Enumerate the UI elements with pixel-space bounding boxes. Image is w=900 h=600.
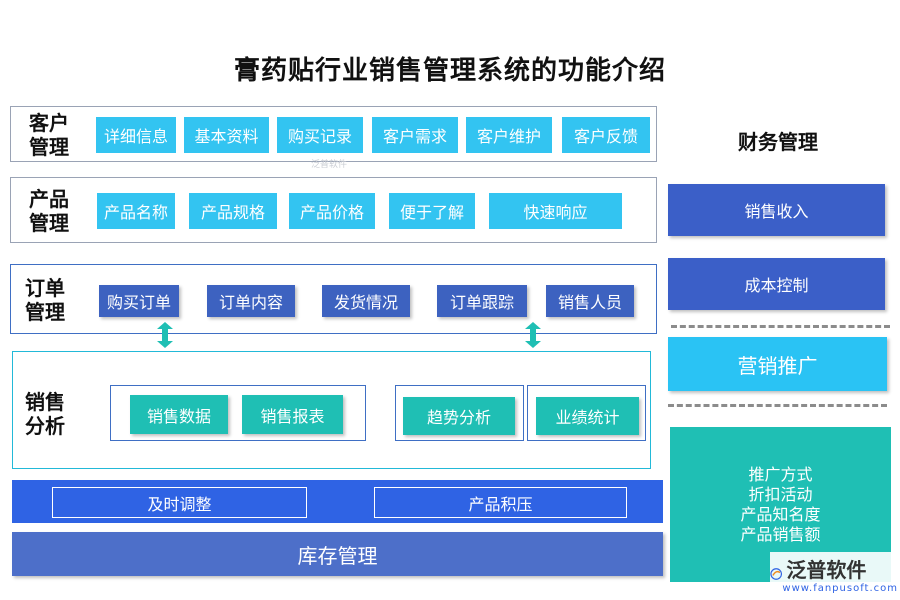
customer-item-purchase-history[interactable]: 购买记录 — [277, 117, 363, 153]
sales-analysis-label: 销售 分析 — [25, 390, 65, 438]
marketing-item-awareness: 产品知名度 — [740, 504, 821, 524]
customer-item-details[interactable]: 详细信息 — [96, 117, 176, 153]
finance-item-cost-control[interactable]: 成本控制 — [668, 258, 885, 310]
product-item-quick-response[interactable]: 快速响应 — [489, 193, 622, 229]
inventory-management-bar[interactable]: 库存管理 — [12, 532, 663, 576]
customer-management-label: 客户 管理 — [29, 111, 69, 159]
order-item-content[interactable]: 订单内容 — [207, 285, 295, 317]
marketing-item-discount: 折扣活动 — [748, 484, 813, 504]
brand-name: 泛普软件 — [786, 558, 867, 582]
sales-item-performance-stats[interactable]: 业绩统计 — [536, 397, 639, 435]
order-item-shipping[interactable]: 发货情况 — [322, 285, 410, 317]
sales-analysis-panel: 销售 分析 销售数据 销售报表 趋势分析 业绩统计 — [12, 351, 651, 469]
page-title: 膏药贴行业销售管理系统的功能介绍 — [233, 56, 666, 86]
sales-item-report[interactable]: 销售报表 — [242, 395, 343, 434]
product-management-label: 产品 管理 — [29, 187, 69, 235]
marketing-promotion-heading[interactable]: 营销推广 — [668, 337, 887, 391]
product-item-price[interactable]: 产品价格 — [289, 193, 375, 229]
marketing-item-method: 推广方式 — [748, 464, 813, 484]
divider — [668, 404, 887, 407]
brand-logo: 泛普软件 www.fanpusoft.com — [770, 552, 898, 596]
product-item-easy-understand[interactable]: 便于了解 — [389, 193, 475, 229]
customer-item-maintenance[interactable]: 客户维护 — [466, 117, 552, 153]
customer-item-needs[interactable]: 客户需求 — [372, 117, 458, 153]
customer-item-feedback[interactable]: 客户反馈 — [562, 117, 650, 153]
inventory-actions-bar: 及时调整 产品积压 — [12, 480, 663, 523]
marketing-item-sales-amount: 产品销售额 — [740, 524, 821, 544]
finance-management-heading: 财务管理 — [738, 130, 818, 154]
brand-logo-icon — [770, 568, 783, 580]
order-item-sales-staff[interactable]: 销售人员 — [546, 285, 634, 317]
watermark: 泛普软件 — [311, 160, 348, 170]
order-management-label: 订单 管理 — [25, 276, 65, 324]
customer-management-panel: 客户 管理 详细信息 基本资料 购买记录 客户需求 客户维护 客户反馈 泛普软件 — [10, 106, 657, 170]
order-item-purchase-order[interactable]: 购买订单 — [99, 285, 179, 317]
sales-item-data[interactable]: 销售数据 — [130, 395, 228, 434]
customer-item-basic-info[interactable]: 基本资料 — [184, 117, 269, 153]
double-arrow-icon — [525, 322, 541, 348]
product-item-spec[interactable]: 产品规格 — [189, 193, 277, 229]
finance-item-sales-revenue[interactable]: 销售收入 — [668, 184, 885, 236]
product-item-name[interactable]: 产品名称 — [97, 193, 175, 229]
brand-url: www.fanpusoft.com — [782, 583, 898, 594]
order-management-panel: 订单 管理 购买订单 订单内容 发货情况 订单跟踪 销售人员 — [10, 264, 657, 334]
double-arrow-icon — [157, 322, 173, 348]
order-item-tracking[interactable]: 订单跟踪 — [437, 285, 527, 317]
inventory-item-adjust[interactable]: 及时调整 — [52, 487, 307, 518]
divider — [671, 325, 890, 328]
inventory-item-overstock[interactable]: 产品积压 — [374, 487, 627, 518]
sales-item-trend-analysis[interactable]: 趋势分析 — [403, 397, 515, 435]
product-management-panel: 产品 管理 产品名称 产品规格 产品价格 便于了解 快速响应 — [10, 177, 657, 243]
